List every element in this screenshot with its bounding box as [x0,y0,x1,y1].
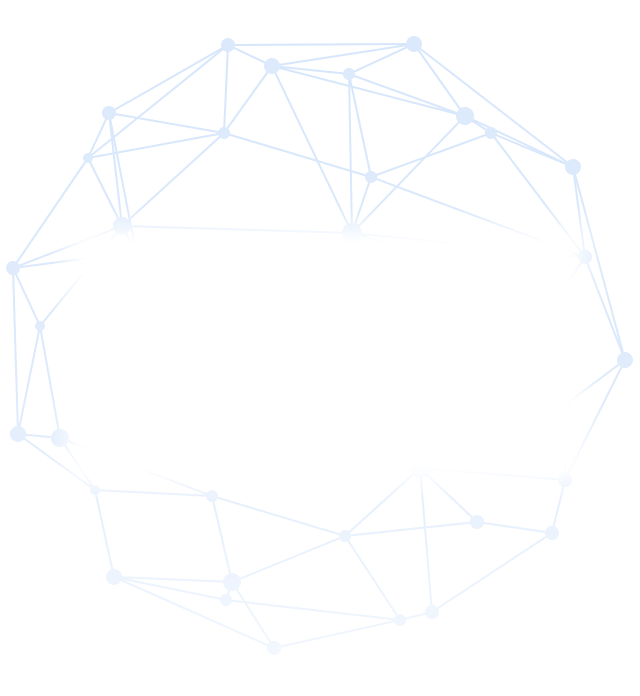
center-blank-panel [86,244,568,466]
